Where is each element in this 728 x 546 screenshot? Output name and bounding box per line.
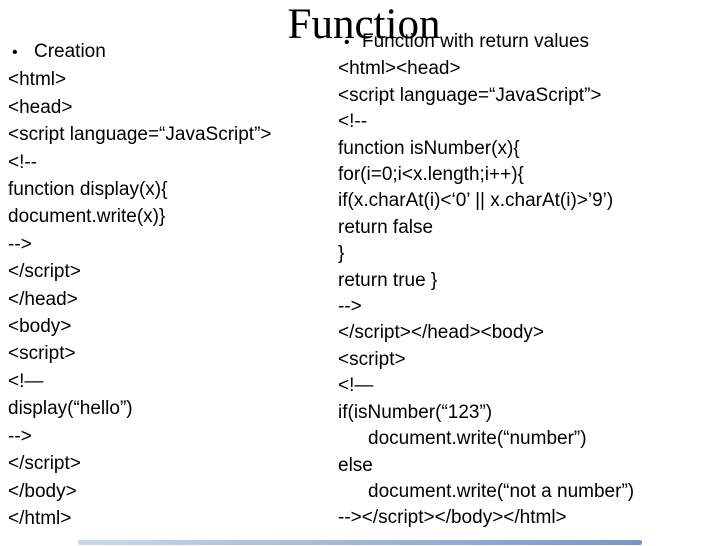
code-line: <head> (8, 96, 73, 118)
code-line: <html> (8, 69, 67, 91)
code-line: </script></head><body> (338, 322, 544, 344)
bullet-label: Function with return values (362, 31, 590, 52)
code-line: <script language=“JavaScript”> (338, 84, 602, 106)
code-line: function isNumber(x){ (338, 137, 520, 159)
code-line: document.write(“not a number”) (368, 480, 635, 502)
code-line: </head> (8, 288, 78, 310)
code-line: </html> (8, 507, 72, 529)
code-line: document.write(x)} (8, 206, 166, 228)
code-line: } (338, 243, 345, 265)
code-line: for(i=0;i<x.length;i++){ (338, 164, 524, 186)
bullet-icon: • (12, 44, 18, 61)
code-line: <!-- (338, 111, 368, 133)
code-line: display(“hello”) (8, 398, 133, 420)
code-line: document.write(“number”) (368, 428, 587, 450)
code-line: <!— (338, 375, 374, 397)
code-line: <script> (338, 348, 406, 370)
code-line: </body> (8, 480, 77, 502)
code-line: <script language=“JavaScript”> (8, 124, 272, 146)
code-line: return true } (338, 269, 438, 291)
code-line: <!— (8, 370, 44, 392)
code-line: --> (338, 296, 362, 318)
code-line: </script> (8, 261, 81, 283)
code-line: <body> (8, 316, 72, 338)
bottom-gradient-bar (78, 540, 642, 545)
code-line: <script> (8, 343, 76, 365)
code-line: --> (8, 425, 32, 447)
bullet-item-function-return-values: • Function with return values (338, 29, 726, 56)
code-line: <!-- (8, 151, 38, 173)
slide-title: Function (287, 1, 441, 48)
bullet-item-creation: • Creation (8, 38, 334, 66)
left-column: • Creation <html> <head> <script languag… (8, 38, 334, 532)
code-line: function display(x){ (8, 179, 168, 201)
code-line: return false (338, 216, 434, 238)
code-line: <html><head> (338, 58, 461, 80)
code-line: if(x.charAt(i)<‘0’ || x.charAt(i)>’9’) (338, 190, 614, 212)
code-line: --> (8, 233, 32, 255)
code-line: if(isNumber(“123”) (338, 401, 493, 423)
code-line: --></script></body></html> (338, 507, 567, 529)
bullet-label: Creation (34, 41, 106, 62)
code-line: else (338, 454, 373, 476)
code-line: </script> (8, 453, 81, 475)
bullet-icon: • (344, 34, 350, 51)
right-column: • Function with return values <html><hea… (338, 29, 726, 532)
